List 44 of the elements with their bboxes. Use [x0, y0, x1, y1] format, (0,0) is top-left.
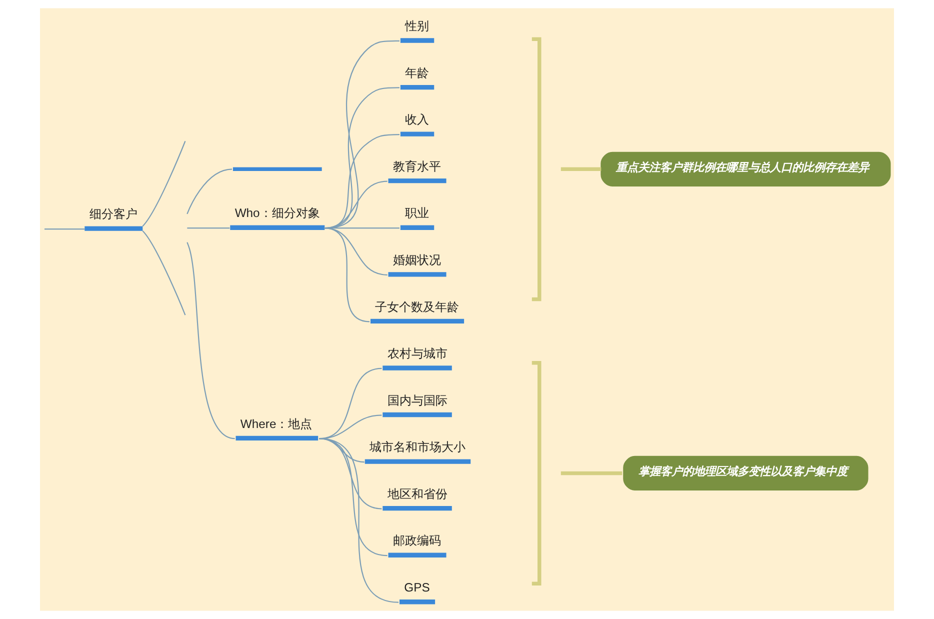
node-box	[400, 38, 434, 43]
node-box	[400, 84, 434, 90]
node-box	[382, 366, 452, 370]
connector	[324, 228, 370, 322]
node-box	[400, 600, 436, 604]
connector	[318, 438, 388, 556]
connector	[44, 228, 85, 230]
node-label: 年龄	[405, 66, 430, 80]
node-box	[370, 318, 464, 324]
node-bar	[232, 167, 322, 172]
node-box	[388, 178, 446, 184]
node-label: Where：地点	[240, 416, 312, 431]
node-label: Who：细分对象	[234, 206, 320, 220]
node-label: 收入	[405, 112, 430, 127]
node-label: GPS	[404, 580, 430, 595]
node-label: 地区和省份	[387, 486, 448, 501]
node-label: 城市名和市场大小	[370, 440, 466, 454]
connector	[318, 438, 399, 603]
node-label: 子女个数及年龄	[375, 300, 460, 314]
node-box	[388, 272, 446, 277]
connector	[142, 230, 186, 316]
connector	[142, 140, 186, 227]
node-box	[388, 552, 446, 558]
node-box	[364, 459, 471, 464]
node-label: 国内与国际	[387, 393, 448, 408]
connector	[187, 228, 230, 229]
node-label: 农村与城市	[387, 346, 448, 361]
node-label: 邮政编码	[392, 534, 441, 548]
connector	[186, 242, 235, 440]
node-box	[382, 412, 452, 418]
node-label: 职业	[405, 206, 430, 220]
node-label: 细分客户	[89, 207, 138, 222]
node-label: 教育水平	[392, 159, 441, 174]
node-box	[382, 506, 452, 511]
connector	[186, 168, 232, 214]
node-label: 性别	[405, 19, 430, 34]
node-box	[400, 225, 434, 230]
node-box: 掌握客户的地理区域多变性以及客户集中度	[623, 456, 868, 491]
node-box: 重点关注客户群比例在哪里与总人口的比例存在差异	[600, 152, 891, 186]
node-box	[230, 225, 325, 230]
node-box	[84, 226, 143, 231]
node-box	[236, 436, 318, 440]
node-box	[400, 132, 434, 136]
node-label: 婚姻状况	[392, 253, 441, 268]
